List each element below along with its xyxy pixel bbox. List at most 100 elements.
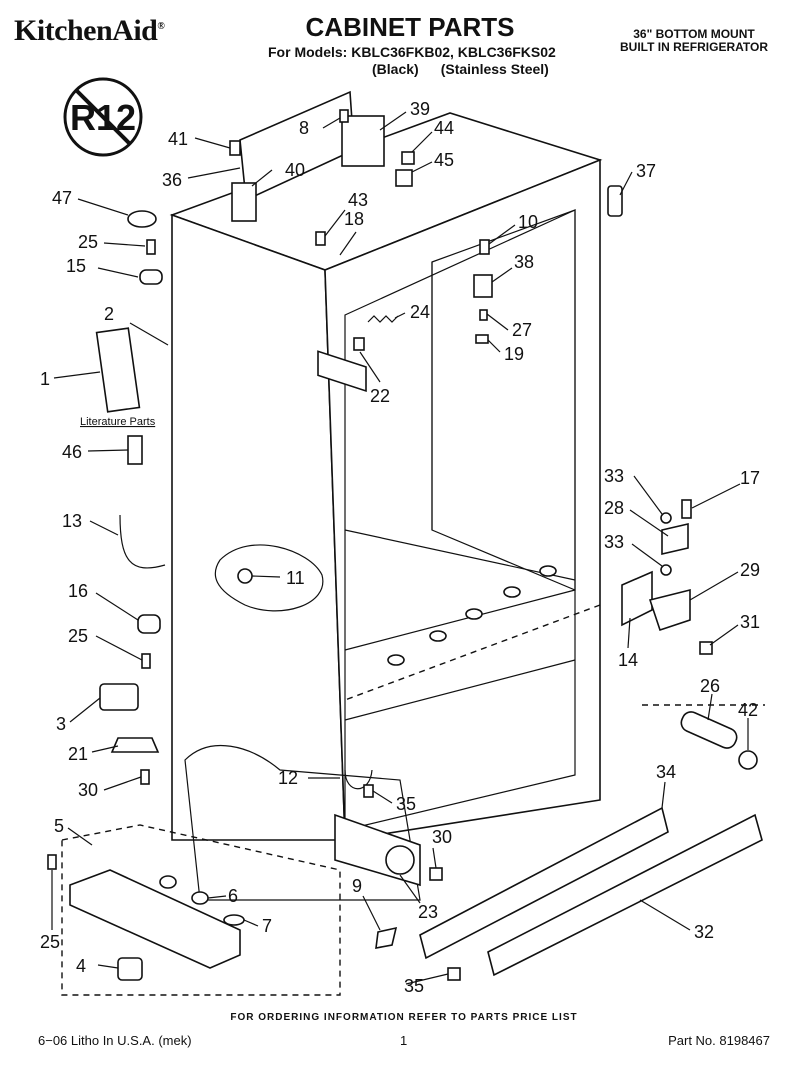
hinge-28 <box>661 522 689 556</box>
variant-stainless: (Stainless Steel) <box>440 61 549 77</box>
callout-1: 1 <box>40 369 50 389</box>
bolt-17 <box>681 499 692 519</box>
callout-3: 3 <box>56 714 66 734</box>
part-22 <box>353 337 365 351</box>
screw-35b <box>447 967 461 981</box>
screw-25a <box>146 239 156 255</box>
screw-25c <box>47 854 57 870</box>
callout-15: 15 <box>66 256 86 276</box>
washer-33a <box>660 512 672 524</box>
screw-10 <box>479 239 490 255</box>
callout-33b: 33 <box>604 532 624 552</box>
callout-30a: 30 <box>78 780 98 800</box>
callout-6: 6 <box>228 886 238 906</box>
variant-black: (Black) <box>372 61 419 77</box>
screws <box>47 109 713 981</box>
callout-47: 47 <box>52 188 72 208</box>
literature-1 <box>95 327 141 413</box>
callout-40: 40 <box>285 160 305 180</box>
callout-34: 34 <box>656 762 676 782</box>
clamp-12 <box>344 769 373 790</box>
tube-13 <box>119 514 166 569</box>
screw-25b <box>141 653 151 669</box>
washer-33b <box>660 564 672 576</box>
callout-23: 23 <box>418 902 438 922</box>
callout-5: 5 <box>54 816 64 836</box>
callout-31: 31 <box>740 612 760 632</box>
screw-27 <box>479 309 488 321</box>
part-37 <box>607 185 623 217</box>
cutaway-11 <box>214 544 324 612</box>
model-variants: (Black) (Stainless Steel) <box>372 61 571 77</box>
callout-38: 38 <box>514 252 534 272</box>
grille-34 <box>419 806 669 960</box>
callout-44: 44 <box>434 118 454 138</box>
callout-11: 11 <box>286 568 305 588</box>
product-type-line2: BUILT IN REFRIGERATOR <box>620 40 768 54</box>
part-42 <box>738 750 758 770</box>
callout-10: 10 <box>518 212 538 232</box>
callout-26: 26 <box>700 676 720 696</box>
part-45 <box>395 169 413 187</box>
clip-3 <box>99 683 139 711</box>
callout-43: 43 <box>348 190 368 210</box>
literature-parts-label: Literature Parts <box>80 416 156 428</box>
callout-17: 17 <box>740 468 760 488</box>
literature-46 <box>127 435 143 465</box>
plug-11 <box>237 568 253 584</box>
callout-7: 7 <box>262 916 272 936</box>
callout-45: 45 <box>434 150 454 170</box>
ordering-note: FOR ORDERING INFORMATION REFER TO PARTS … <box>230 1012 578 1023</box>
callout-19: 19 <box>504 344 524 364</box>
callout-18: 18 <box>344 209 364 229</box>
callout-12: 12 <box>278 768 298 788</box>
hinge-bracket <box>341 115 385 167</box>
page-number: 1 <box>400 1033 408 1048</box>
hinge-29 <box>648 588 691 632</box>
callout-9: 9 <box>352 876 362 896</box>
screw-35a <box>363 784 374 798</box>
callout-13: 13 <box>62 511 82 531</box>
part-9 <box>375 926 398 949</box>
callout-36: 36 <box>162 170 182 190</box>
part-7 <box>223 914 245 926</box>
leader-lines <box>51 111 749 985</box>
callout-labels: 1 2 3 4 5 6 7 8 9 10 11 12 13 14 15 16 1… <box>40 99 760 996</box>
part-number: Part No. 8198467 <box>668 1033 770 1048</box>
brand-logo: KitchenAid® <box>14 14 165 47</box>
litho-info: 6−06 Litho In U.S.A. (mek) <box>38 1033 192 1048</box>
callout-46: 46 <box>62 442 82 462</box>
callout-29: 29 <box>740 560 760 580</box>
callout-39: 39 <box>410 99 430 119</box>
callout-42: 42 <box>738 700 758 720</box>
callout-37: 37 <box>636 161 656 181</box>
callout-21: 21 <box>68 744 88 764</box>
duct-opening <box>385 845 415 875</box>
models-line: For Models: KBLC36FKB02, KBLC36FKS02 <box>268 44 556 60</box>
callout-35a: 35 <box>396 794 416 814</box>
screw-8 <box>339 109 349 123</box>
product-type-line1: 36" BOTTOM MOUNT <box>633 27 755 41</box>
callout-2: 2 <box>104 304 114 324</box>
product-type: 36" BOTTOM MOUNT BUILT IN REFRIGERATOR <box>620 28 768 54</box>
part-47 <box>127 210 157 228</box>
callout-25c: 25 <box>40 932 60 952</box>
callout-25b: 25 <box>68 626 88 646</box>
part-6b <box>191 891 209 905</box>
screw-41 <box>229 140 241 156</box>
base-32 <box>487 813 763 977</box>
callout-24: 24 <box>410 302 430 322</box>
hinge-14 <box>621 570 653 627</box>
callout-8: 8 <box>299 118 309 138</box>
bracket-40 <box>231 182 257 222</box>
callout-41: 41 <box>168 129 188 149</box>
callout-28: 28 <box>604 498 624 518</box>
screw-43 <box>315 231 326 246</box>
screw-19 <box>475 334 489 344</box>
shelf-support-holes <box>387 565 557 666</box>
no-r12-badge: R12 <box>63 77 143 157</box>
callout-32: 32 <box>694 922 714 942</box>
callout-35b: 35 <box>404 976 424 996</box>
callout-33a: 33 <box>604 466 624 486</box>
